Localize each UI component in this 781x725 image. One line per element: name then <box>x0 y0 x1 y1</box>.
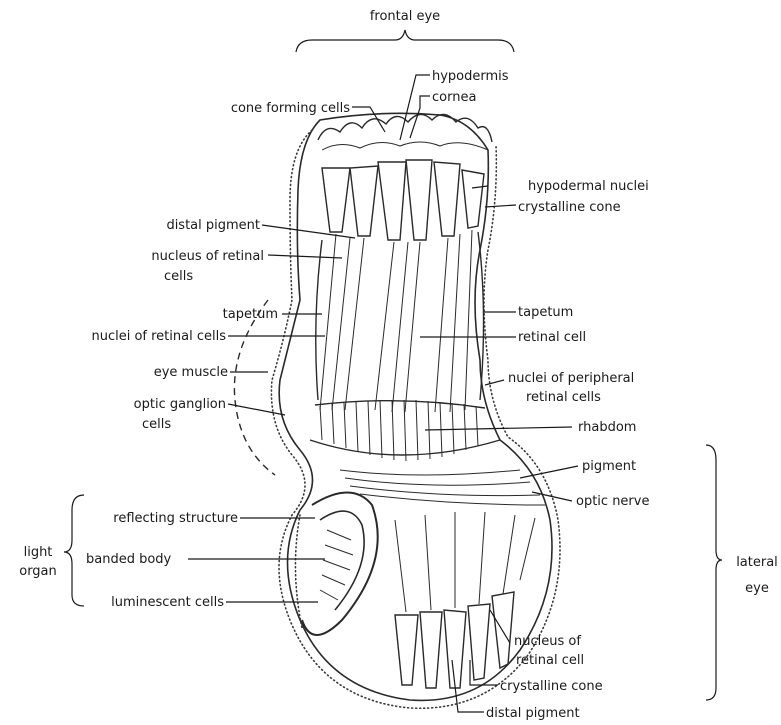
label-tapetum-left: tapetum <box>223 307 278 322</box>
frontal-eye-brace <box>296 30 514 52</box>
label-pigment: pigment <box>582 459 636 474</box>
label-nuclei-peripheral-line1: nuclei of peripheral <box>508 371 634 386</box>
label-nucleus-retinal-bottom-line2: retinal cell <box>516 653 584 668</box>
label-hypodermis: hypodermis <box>432 69 509 84</box>
label-nucleus-retinal-bottom-line1: nucleus of <box>514 634 581 649</box>
label-light-organ-line2: organ <box>19 564 57 579</box>
label-nuclei-retinal-cells: nuclei of retinal cells <box>91 329 226 344</box>
label-lateral-eye-line1: lateral <box>736 555 778 570</box>
label-eye-muscle: eye muscle <box>154 365 228 380</box>
label-optic-ganglion-line2: cells <box>142 417 171 432</box>
label-tapetum-right: tapetum <box>518 305 573 320</box>
label-optic-nerve: optic nerve <box>576 494 649 509</box>
label-hypodermal-nuclei: hypodermal nuclei <box>528 179 649 194</box>
label-crystalline-cone-top: crystalline cone <box>518 200 621 215</box>
label-light-organ-line1: light <box>24 545 53 560</box>
light-organ-brace <box>64 495 84 606</box>
label-reflecting-structure: reflecting structure <box>113 511 238 526</box>
anatomical-drawing <box>234 113 560 708</box>
label-nucleus-retinal-cells-line2: cells <box>164 269 193 284</box>
label-cone-forming-cells: cone forming cells <box>231 101 350 116</box>
label-distal-pigment-bottom: distal pigment <box>486 706 580 721</box>
label-optic-ganglion-line1: optic ganglion <box>134 397 226 412</box>
label-rhabdom: rhabdom <box>578 420 636 435</box>
label-cornea: cornea <box>432 90 476 105</box>
label-crystalline-cone-bottom: crystalline cone <box>500 679 603 694</box>
leader-lines <box>188 75 578 712</box>
title-frontal-eye: frontal eye <box>370 9 440 24</box>
label-banded-body: banded body <box>86 552 172 567</box>
label-distal-pigment-top: distal pigment <box>166 218 260 233</box>
lateral-eye-brace <box>706 445 722 700</box>
label-luminescent-cells: luminescent cells <box>111 595 224 610</box>
label-nuclei-peripheral-line2: retinal cells <box>526 390 601 405</box>
label-lateral-eye-line2: eye <box>745 581 769 596</box>
label-retinal-cell: retinal cell <box>518 330 586 345</box>
label-nucleus-retinal-cells-line1: nucleus of retinal <box>151 249 264 264</box>
